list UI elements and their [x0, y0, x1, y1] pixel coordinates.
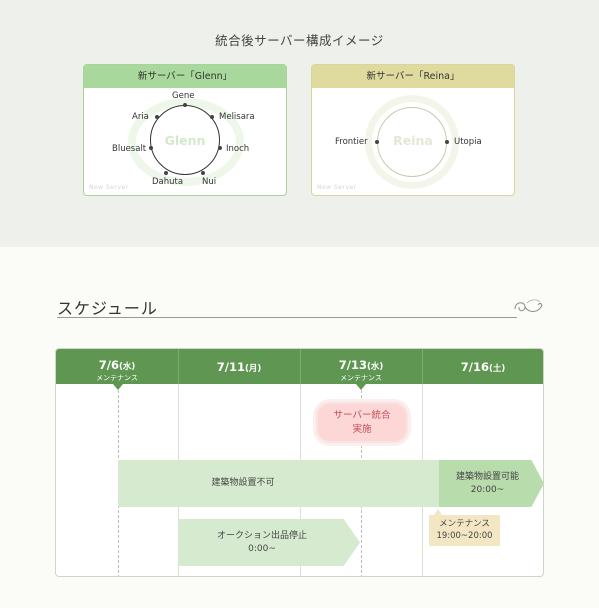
world-dot: [155, 115, 159, 119]
date-text: 7/13: [338, 358, 367, 372]
date-header-7-6: 7/6(水) メンテナンス: [56, 349, 178, 384]
glenn-card-header: 新サーバー「Glenn」: [84, 65, 286, 88]
glenn-halo-ring: [128, 98, 244, 186]
world-dot: [149, 146, 153, 150]
world-aria: Aria: [132, 112, 149, 122]
world-inoch: Inoch: [226, 144, 250, 154]
glenn-server-card: 新サーバー「Glenn」 Glenn Gene Melisara Inoch N…: [83, 64, 287, 196]
flourish-ornament: [514, 299, 543, 312]
date-text: 7/6: [98, 358, 119, 372]
glenn-center-label: Glenn: [164, 133, 206, 148]
weekday-text: (水): [118, 362, 136, 372]
composition-title: 統合後サーバー構成イメージ: [215, 33, 384, 48]
world-gene: Gene: [172, 91, 195, 101]
world-bluesalt: Bluesalt: [112, 144, 147, 154]
schedule-header-row: [56, 349, 543, 384]
maintenance-marker-7-13: [356, 384, 366, 390]
world-dot: [445, 140, 449, 144]
maintenance-sub-label: メンテナンス: [340, 374, 382, 382]
weekday-text: (土): [488, 364, 506, 374]
world-dot: [210, 115, 214, 119]
build-disabled-label: 建築物設置不可: [211, 478, 275, 488]
weekday-text: (月): [244, 364, 262, 374]
reina-card-header: 新サーバー「Reina」: [312, 65, 514, 88]
build-enabled-label: 建築物設置可能: [455, 471, 519, 482]
world-dot: [375, 140, 379, 144]
date-header-7-13: 7/13(水) メンテナンス: [300, 349, 422, 384]
date-header-7-16: 7/16(土): [422, 349, 543, 384]
world-dahuta: Dahuta: [152, 177, 184, 187]
date-text: 7/16: [460, 360, 489, 374]
schedule-title: スケジュール: [57, 299, 158, 318]
maintenance-note: メンテナンス 19:00~20:00: [429, 515, 500, 546]
schedule-title-underline: [57, 317, 517, 318]
maintenance-marker-7-6: [113, 384, 123, 390]
merge-label-line1: サーバー統合: [333, 409, 391, 421]
reina-server-card: 新サーバー「Reina」 Reina Frontier Utopia New S…: [311, 64, 515, 196]
maintenance-note-label: メンテナンス: [439, 519, 490, 529]
glenn-card-footer: New Server: [89, 184, 129, 191]
weekday-text: (水): [366, 362, 384, 372]
world-dot: [164, 171, 168, 175]
world-utopia: Utopia: [454, 137, 482, 147]
glenn-diagram: Glenn Gene Melisara Inoch Nui Dahuta Blu…: [84, 88, 286, 195]
server-merge-badge: サーバー統合 実施: [316, 402, 408, 443]
header-divider: [178, 349, 179, 384]
reina-center-label: Reina: [393, 133, 433, 148]
header-divider: [422, 349, 423, 384]
date-text: 7/11: [216, 360, 245, 374]
reina-diagram: Reina Frontier Utopia New Server: [312, 88, 514, 195]
server-composition-section: 統合後サーバー構成イメージ 新サーバー「Glenn」 Glenn Gene Me…: [0, 0, 599, 247]
reina-card-footer: New Server: [317, 184, 357, 191]
schedule-table: 7/6(水) メンテナンス 7/11(月) 7/13(水) メンテナンス 7/1…: [55, 348, 544, 577]
maintenance-note-time: 19:00~20:00: [436, 531, 493, 541]
date-header-7-11: 7/11(月): [178, 349, 300, 384]
world-melisara: Melisara: [219, 112, 255, 122]
build-enabled-bar: 建築物設置可能 20:00~: [439, 460, 543, 507]
auction-stop-bar: オークション出品停止 0:00~: [178, 519, 360, 566]
maintenance-note-pointer: [434, 509, 442, 515]
build-disabled-bar: 建築物設置不可: [118, 460, 458, 507]
world-nui: Nui: [202, 177, 217, 187]
build-enabled-time: 20:00~: [470, 484, 505, 495]
reina-halo-ring: [365, 95, 459, 189]
maintenance-sub-label: メンテナンス: [96, 374, 138, 382]
auction-stop-label: オークション出品停止: [216, 530, 307, 541]
merge-label-line2: 実施: [352, 423, 372, 435]
world-dot: [183, 103, 187, 107]
auction-stop-time: 0:00~: [248, 543, 276, 554]
world-dot: [201, 171, 205, 175]
header-divider: [300, 349, 301, 384]
world-frontier: Frontier: [335, 137, 368, 147]
world-dot: [218, 146, 222, 150]
